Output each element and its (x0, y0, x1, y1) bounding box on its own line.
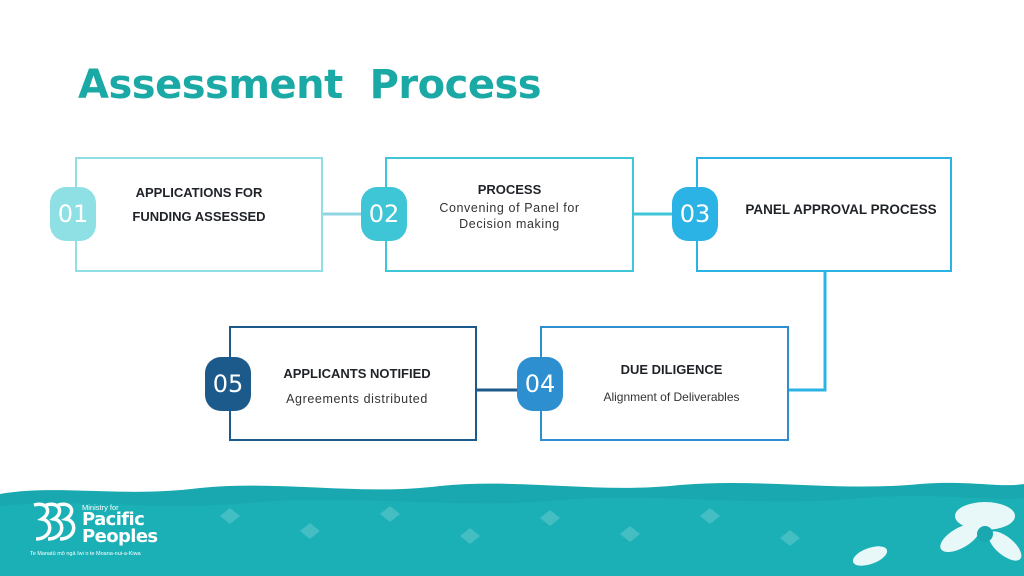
logo-peoples: Peoples (82, 526, 158, 547)
step-05-number: 05 (205, 357, 251, 411)
step-02-heading: PROCESS (477, 182, 542, 197)
step-01-box: APPLICATIONS FOR FUNDING ASSESSED (75, 157, 323, 272)
step-03-heading: PANEL APPROVAL PROCESS (745, 202, 937, 217)
step-05-heading: APPLICANTS NOTIFIED (283, 366, 431, 381)
step-03-box: PANEL APPROVAL PROCESS (696, 157, 952, 272)
connector-03-04 (789, 272, 827, 392)
step-02-box: PROCESS Convening of Panel for Decision … (385, 157, 634, 272)
step-04-number: 04 (517, 357, 563, 411)
step-01-heading: APPLICATIONS FOR (135, 185, 263, 200)
logo-ministry-for: Ministry for (82, 503, 119, 512)
step-04-detail: Alignment of Deliverables (603, 390, 740, 404)
step-04-box: DUE DILIGENCE Alignment of Deliverables (540, 326, 789, 441)
step-01-heading-line2: FUNDING ASSESSED (132, 209, 266, 224)
logo-mark-icon (33, 502, 76, 541)
logo-tagline: Te Manatū mō ngā Iwi o te Moana-nui-a-Ki… (30, 551, 141, 557)
step-05-detail: Agreements distributed (286, 392, 428, 406)
step-01-number: 01 (50, 187, 96, 241)
footer-pattern-band (0, 482, 1024, 576)
logo-pacific: Pacific (82, 509, 145, 530)
step-02-number: 02 (361, 187, 407, 241)
step-02-detail-line2: Decision making (459, 217, 560, 231)
step-03-number: 03 (672, 187, 718, 241)
step-04-heading: DUE DILIGENCE (620, 362, 723, 377)
step-02-detail: Convening of Panel for (439, 201, 580, 215)
step-05-box: APPLICANTS NOTIFIED Agreements distribut… (229, 326, 477, 441)
page-title: Assessment Process (78, 62, 542, 108)
ministry-logo: Ministry for Pacific Peoples Te Manatū m… (30, 497, 190, 561)
